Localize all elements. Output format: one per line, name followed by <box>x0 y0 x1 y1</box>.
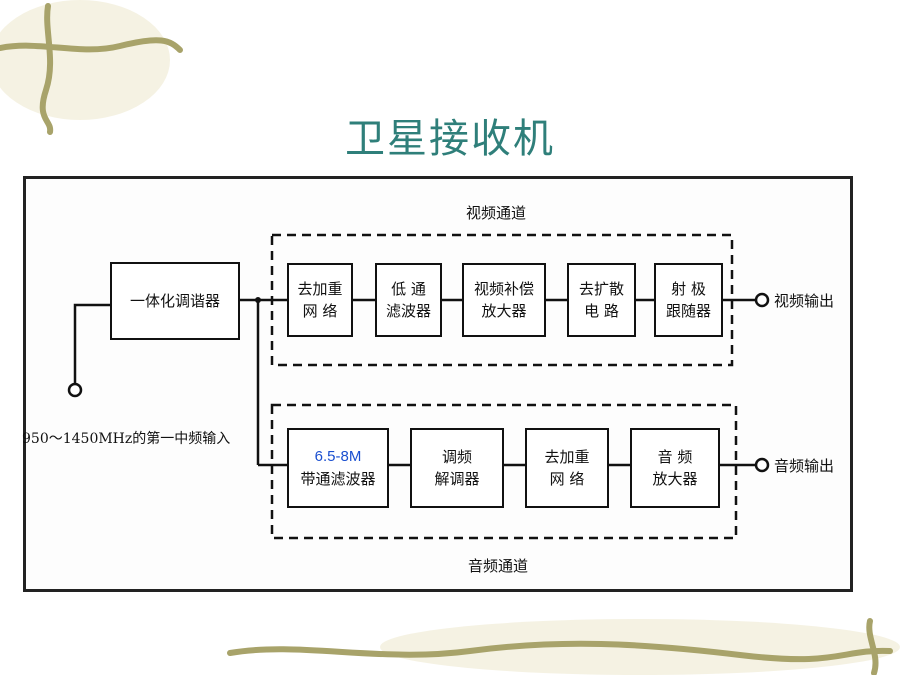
audio-output-label: 音频输出 <box>774 457 835 475</box>
vine-decoration-bottom <box>227 618 900 675</box>
video-lowpass-block: 低 通 滤波器 <box>375 263 442 337</box>
block-label-line1: 射 极 <box>671 280 706 298</box>
audio-bandpass-block: 6.5-8M 带通滤波器 <box>287 428 389 508</box>
input-label: 950～1450MHz的第一中频输入 <box>22 431 231 447</box>
video-comp-amp-block: 视频补偿 放大器 <box>462 263 546 337</box>
block-label-line2: 跟随器 <box>665 302 711 320</box>
block-label-line2: 解调器 <box>434 470 480 488</box>
block-label-line2: 滤波器 <box>385 302 431 320</box>
block-label-line1: 去加重 <box>544 448 590 466</box>
video-deemphasis-block: 去加重 网 络 <box>287 263 353 337</box>
block-label-line2: 网 络 <box>549 470 585 488</box>
tuner-label: 一体化调谐器 <box>129 292 220 310</box>
page-title: 卫星接收机 <box>345 116 555 162</box>
block-label-line1: 低 通 <box>391 280 426 298</box>
video-output-terminal <box>754 292 770 308</box>
split-junction <box>255 297 261 303</box>
bandpass-frequency-label: 6.5-8M <box>314 448 362 465</box>
video-channel-label: 视频通道 <box>466 204 527 222</box>
block-label-line2: 电 路 <box>584 302 619 320</box>
diagram-frame <box>23 176 853 592</box>
block-label-line1: 视频补偿 <box>473 280 534 298</box>
audio-channel-dashed-box <box>270 403 738 540</box>
audio-channel-label: 音频通道 <box>468 557 529 575</box>
video-despread-block: 去扩散 电 路 <box>567 263 636 337</box>
tuner-block: 一体化调谐器 <box>110 262 240 340</box>
audio-deemphasis-block: 去加重 网 络 <box>525 428 609 508</box>
video-emitter-follower-block: 射 极 跟随器 <box>654 263 723 337</box>
input-terminal <box>67 382 83 398</box>
video-channel-dashed-box <box>270 233 734 367</box>
block-label-line2: 带通滤波器 <box>300 470 376 488</box>
input-wire <box>73 303 110 384</box>
block-label-line2: 网 络 <box>302 302 338 320</box>
audio-amp-block: 音 频 放大器 <box>630 428 720 508</box>
vine-decoration-top <box>0 0 183 135</box>
block-label-line1: 去加重 <box>297 280 343 298</box>
audio-output-terminal <box>754 457 770 473</box>
block-label-line2: 放大器 <box>652 470 698 488</box>
block-label-line1: 音 频 <box>657 448 693 466</box>
block-label-line1: 去扩散 <box>578 280 624 298</box>
block-label-line2: 放大器 <box>481 302 527 320</box>
video-output-label: 视频输出 <box>774 292 835 310</box>
audio-fm-demod-block: 调频 解调器 <box>410 428 504 508</box>
block-label-line1: 调频 <box>441 448 472 466</box>
